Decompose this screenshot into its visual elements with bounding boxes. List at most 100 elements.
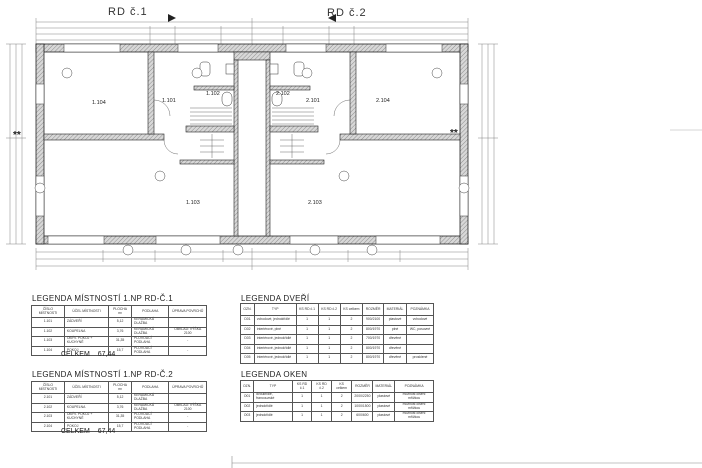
table-header: ÚČEL MÍSTNOSTI — [63, 381, 110, 394]
table-header: PODLAHA — [131, 381, 170, 394]
table-cell: 800/1970 — [362, 343, 385, 354]
table-cell: 2 — [339, 324, 364, 335]
table-header: TYP — [253, 303, 297, 316]
table-cell: 1 — [317, 324, 341, 335]
table-cell: 800/1970 — [362, 324, 385, 335]
table-cell: O02 — [239, 401, 255, 412]
table-cell: 700/1970 — [362, 334, 385, 345]
table-cell: plastové — [372, 411, 396, 422]
table-cell: 2.102 — [31, 402, 65, 413]
table-header: ÚPRAVA POVRCHŮ — [168, 305, 207, 318]
legend-rooms-1-title: LEGENDA MÍSTNOSTÍ 1.NP RD-Č.1 — [32, 294, 174, 303]
room-label: 1.101 — [162, 98, 176, 104]
table-cell: KOUPELNA — [63, 326, 110, 337]
legend-windows-title: LEGENDA OKEN — [241, 370, 308, 379]
table-header: MATERIÁL — [372, 380, 396, 393]
window-openings — [35, 43, 469, 245]
legend-rooms-2-total: CELKEM 67,44 — [61, 428, 115, 435]
table-header: ČÍSLO MÍSTNOSTI — [31, 305, 65, 318]
staircases — [190, 107, 314, 158]
table-header: KS RD č.2 — [317, 303, 341, 316]
table-cell: 1 — [311, 411, 332, 422]
table-header: KS RD č.1 — [291, 380, 313, 393]
house-2-title: RD č.2 — [327, 7, 367, 19]
table-cell: 2 — [339, 334, 364, 345]
table-cell: OBÝV. POKOJ + KUCHYNĚ — [63, 336, 110, 347]
door-swings — [153, 99, 351, 155]
table-cell: PLOVOUCÍ PODLAHA — [131, 345, 170, 356]
table-cell: O01 — [239, 392, 255, 403]
table-cell: OBKLAD: VÝŠKA 2100 — [168, 402, 207, 413]
table-cell: OBKLAD: VÝŠKA 2100 — [168, 326, 207, 337]
table-header: ÚČEL MÍSTNOSTI — [63, 305, 110, 318]
legend-rooms-2-title: LEGENDA MÍSTNOSTÍ 1.NP RD-Č.2 — [32, 370, 174, 379]
table-cell: 900/2100 — [362, 315, 385, 326]
table-cell: 2.101 — [31, 393, 65, 404]
table-cell: 2.104 — [31, 421, 65, 432]
table-cell: 2.103 — [31, 412, 65, 423]
section-stars-left: ** — [13, 130, 21, 141]
table-cell: KOUPELNA — [63, 402, 110, 413]
table-cell: 1 — [311, 392, 332, 403]
room-label: 2.101 — [306, 98, 320, 104]
table-cell: 2 — [330, 411, 353, 422]
table-cell: D05 — [240, 353, 255, 364]
table-cell: 1 — [295, 343, 319, 354]
table-cell: dřevěné — [383, 334, 408, 345]
table-cell: 31,35 — [108, 412, 133, 423]
table-cell: 1 — [317, 334, 341, 345]
table-header: PODLAHA — [131, 305, 170, 318]
room-label: 2.104 — [376, 98, 390, 104]
total-value: 67,44 — [97, 351, 116, 358]
table-cell: interiérové, jednokřídlé — [253, 343, 297, 354]
table-header: KS RD č.2 — [311, 380, 332, 393]
total-label: CELKEM — [61, 351, 90, 358]
table-cell — [168, 317, 207, 328]
table-header: POZNÁMKA — [394, 380, 434, 393]
table-cell — [406, 343, 434, 354]
table-cell: 5,12 — [108, 317, 133, 328]
table-cell: PLOVOUCÍ PODLAHA — [131, 421, 170, 432]
table-cell: 1.104 — [31, 345, 65, 356]
table-cell: KERAMICKÁ DLAŽBA — [131, 402, 170, 413]
table-cell: 1.102 — [31, 326, 65, 337]
table-cell: jednokřídlé — [253, 401, 293, 412]
table-cell: vchodové, jednokřídlé — [253, 315, 297, 326]
table-cell: 31,35 — [108, 336, 133, 347]
table-cell: KERAMICKÁ DLAŽBA — [131, 317, 170, 328]
table-cell: D03 — [240, 334, 255, 345]
sanitary-fixtures — [199, 61, 305, 107]
table-cell: 1 — [295, 315, 319, 326]
table-cell: možnost olšení mřížkou — [394, 392, 434, 403]
table-cell — [406, 334, 434, 345]
table-cell: dřevěné — [383, 343, 408, 354]
table-cell: 1 — [291, 392, 313, 403]
legend-rooms-1-total: CELKEM 67,44 — [61, 351, 115, 358]
table-header: KS celkem — [330, 380, 353, 393]
axis-markers — [34, 67, 470, 256]
table-header: TYP — [253, 380, 293, 393]
interior-walls — [43, 51, 461, 237]
table-cell: jednokřídlé — [253, 411, 293, 422]
table-cell: POKOJ — [63, 345, 110, 356]
table-cell: D04 — [240, 343, 255, 354]
table-cell: 1 — [295, 334, 319, 345]
table-cell: 3,76 — [108, 326, 133, 337]
room-label: 1.103 — [186, 200, 200, 206]
table-header: OZN. — [239, 380, 255, 393]
table-cell: 1 — [317, 353, 341, 364]
